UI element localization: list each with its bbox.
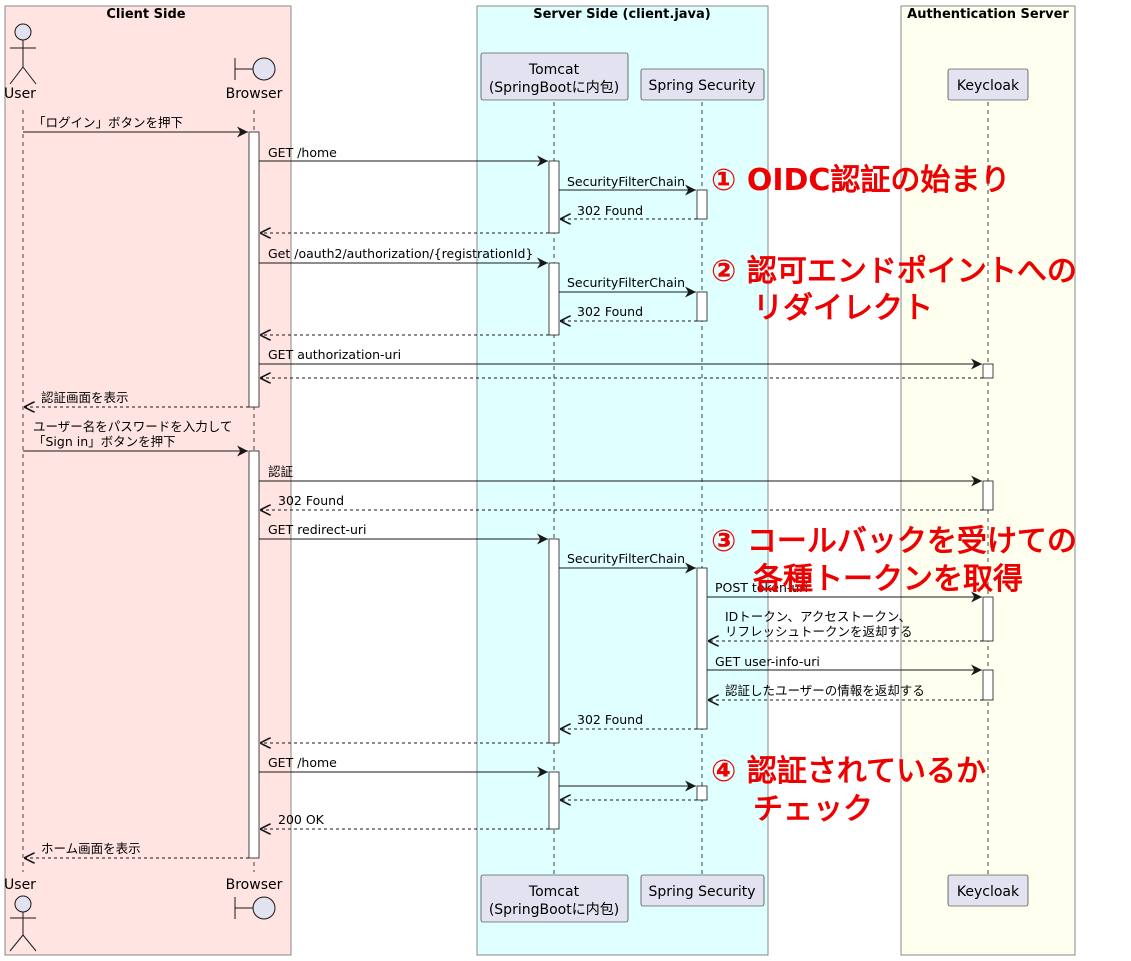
activation-bars — [248, 131, 994, 859]
msg-m14: SecurityFilterChain — [567, 551, 685, 566]
activation-keycloak-4 — [982, 669, 994, 701]
svg-text:Tomcat: Tomcat — [528, 884, 580, 900]
annotation-3-line2: 各種トークンを取得 — [752, 562, 1023, 597]
msg-m7: 302 Found — [577, 304, 643, 319]
client-side-box — [4, 5, 292, 956]
client-side-title: Client Side — [106, 7, 185, 22]
msg-m12: 302 Found — [278, 493, 344, 508]
annotation-2-line1: ② 認可エンドポイントへの — [711, 254, 1077, 289]
msg-m11: 認証 — [268, 464, 294, 479]
message-labels: 「ログイン」ボタンを押下 GET /home SecurityFilterCha… — [33, 115, 925, 856]
msg-m15: POST token-uri — [715, 580, 808, 595]
msg-m20: GET /home — [268, 755, 337, 770]
tomcat-label-2: (SpringBootに内包) — [489, 80, 619, 96]
annotation-4-line1: ④ 認証されているか — [711, 754, 986, 789]
user-label-top: User — [4, 86, 36, 102]
activation-keycloak-2 — [982, 480, 994, 511]
participant-spring-top: Spring Security — [640, 68, 765, 101]
browser-label-top: Browser — [226, 86, 283, 102]
msg-m6: SecurityFilterChain — [567, 275, 685, 290]
server-side-title: Server Side (client.java) — [533, 7, 711, 22]
svg-text:Spring Security: Spring Security — [648, 884, 755, 900]
activation-spring-2 — [696, 291, 708, 322]
activation-tomcat-1 — [548, 160, 560, 234]
boundary-icon — [234, 896, 276, 920]
activation-spring-4 — [696, 785, 708, 801]
annotation-4-line2: チェック — [753, 792, 873, 827]
annotation-1: ① OIDC認証の始まり — [711, 163, 1010, 198]
keycloak-label-top: Keycloak — [957, 78, 1020, 94]
msg-m3: SecurityFilterChain — [567, 174, 685, 189]
activation-tomcat-4 — [548, 771, 560, 830]
annotations: ① OIDC認証の始まり ② 認可エンドポイントへの リダイレクト ③ コールバ… — [711, 163, 1077, 827]
msg-m22: ホーム画面を表示 — [41, 841, 141, 856]
message-arrows — [23, 126, 983, 858]
msg-m19: 302 Found — [577, 712, 643, 727]
activation-keycloak-1 — [982, 363, 994, 379]
msg-m1: 「ログイン」ボタンを押下 — [33, 115, 183, 130]
svg-text:Keycloak: Keycloak — [957, 884, 1020, 900]
msg-m21: 200 OK — [278, 812, 325, 827]
actor-icon — [9, 23, 37, 85]
participant-tomcat-bottom: Tomcat (SpringBootに内包) — [480, 874, 629, 923]
participant-browser-top: Browser — [226, 57, 283, 102]
auth-server-title: Authentication Server — [907, 7, 1069, 22]
annotation-2-line2: リダイレクト — [753, 291, 933, 326]
activation-browser-2 — [248, 450, 260, 859]
participant-tomcat-top: Tomcat (SpringBootに内包) — [480, 52, 629, 101]
activation-tomcat-3 — [548, 538, 560, 744]
msg-m10a: ユーザー名をパスワードを入力して — [33, 419, 232, 434]
msg-m9: 認証画面を表示 — [41, 390, 129, 405]
msg-m18: 認証したユーザーの情報を返却する — [725, 683, 925, 698]
annotation-3-line1: ③ コールバックを受けての — [711, 524, 1077, 559]
msg-m4: 302 Found — [577, 203, 643, 218]
activation-spring-3 — [696, 567, 708, 730]
activation-keycloak-3 — [982, 596, 994, 642]
activation-tomcat-2 — [548, 262, 560, 336]
tomcat-label-1: Tomcat — [528, 62, 580, 78]
participant-user-bottom: User — [4, 877, 37, 952]
msg-m16a: IDトークン、アクセストークン、 — [725, 609, 911, 624]
msg-m8: GET authorization-uri — [268, 347, 401, 362]
participant-keycloak-bottom: Keycloak — [947, 874, 1029, 907]
svg-text:(SpringBootに内包): (SpringBootに内包) — [489, 902, 619, 918]
msg-m10b: 「Sign in」ボタンを押下 — [33, 434, 176, 449]
participant-spring-bottom: Spring Security — [640, 874, 765, 907]
spring-label-top: Spring Security — [648, 78, 755, 94]
msg-m16b: リフレッシュトークンを返却する — [725, 624, 913, 639]
activation-browser-1 — [248, 131, 260, 408]
actor-icon — [9, 895, 37, 952]
msg-m5: Get /oauth2/authorization/{registrationI… — [268, 246, 533, 261]
activation-spring-1 — [696, 189, 708, 220]
user-label-bottom: User — [4, 877, 36, 893]
msg-m13: GET redirect-uri — [268, 522, 367, 537]
participant-user-top: User — [4, 23, 37, 102]
msg-m2: GET /home — [268, 145, 337, 160]
boundary-icon — [234, 57, 276, 81]
browser-label-bottom: Browser — [226, 877, 283, 893]
participant-browser-bottom: Browser — [226, 877, 283, 920]
participant-keycloak-top: Keycloak — [947, 68, 1029, 101]
msg-m17: GET user-info-uri — [715, 654, 820, 669]
